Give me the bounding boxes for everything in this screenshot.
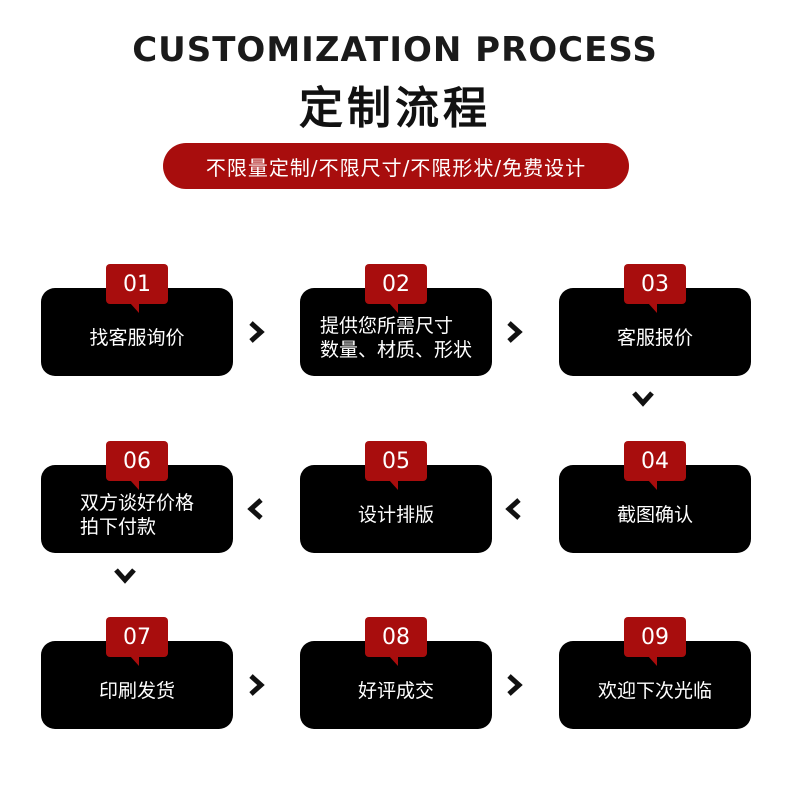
chevron-down-icon (632, 391, 654, 407)
step-label: 提供您所需尺寸 数量、材质、形状 (319, 315, 472, 361)
feature-banner: 不限量定制/不限尺寸/不限形状/免费设计 (163, 143, 629, 189)
step-card-04: 截图确认 (559, 465, 751, 553)
step-number-badge: 05 (365, 441, 427, 490)
step-label: 欢迎下次光临 (597, 680, 712, 702)
chevron-right-icon (249, 321, 265, 343)
chevron-right-icon (507, 674, 523, 696)
step-number-badge: 08 (365, 617, 427, 666)
step-label: 截图确认 (616, 504, 693, 526)
step-label: 找客服询价 (89, 327, 185, 349)
chevron-left-icon (505, 498, 521, 520)
step-card-07: 印刷发货 (41, 641, 233, 729)
title-en: CUSTOMIZATION PROCESS (132, 30, 658, 70)
step-number-badge: 01 (106, 264, 168, 313)
step-card-08: 好评成交 (300, 641, 492, 729)
step-card-09: 欢迎下次光临 (559, 641, 751, 729)
page-title: 定制流程 (299, 83, 491, 134)
step-number-badge: 04 (624, 441, 686, 490)
step-number-badge: 03 (624, 264, 686, 313)
step-label: 设计排版 (357, 504, 434, 526)
step-number-badge: 02 (365, 264, 427, 313)
chevron-right-icon (249, 674, 265, 696)
step-label: 客服报价 (616, 327, 693, 349)
step-number-badge: 07 (106, 617, 168, 666)
chevron-down-icon (114, 568, 136, 584)
chevron-right-icon (507, 321, 523, 343)
step-number-badge: 06 (106, 441, 168, 490)
chevron-left-icon (247, 498, 263, 520)
step-label: 好评成交 (357, 680, 434, 702)
step-label: 双方谈好价格 拍下付款 (79, 492, 194, 538)
step-number-badge: 09 (624, 617, 686, 666)
step-card-06: 双方谈好价格 拍下付款 (41, 465, 233, 553)
step-label: 印刷发货 (98, 680, 175, 702)
